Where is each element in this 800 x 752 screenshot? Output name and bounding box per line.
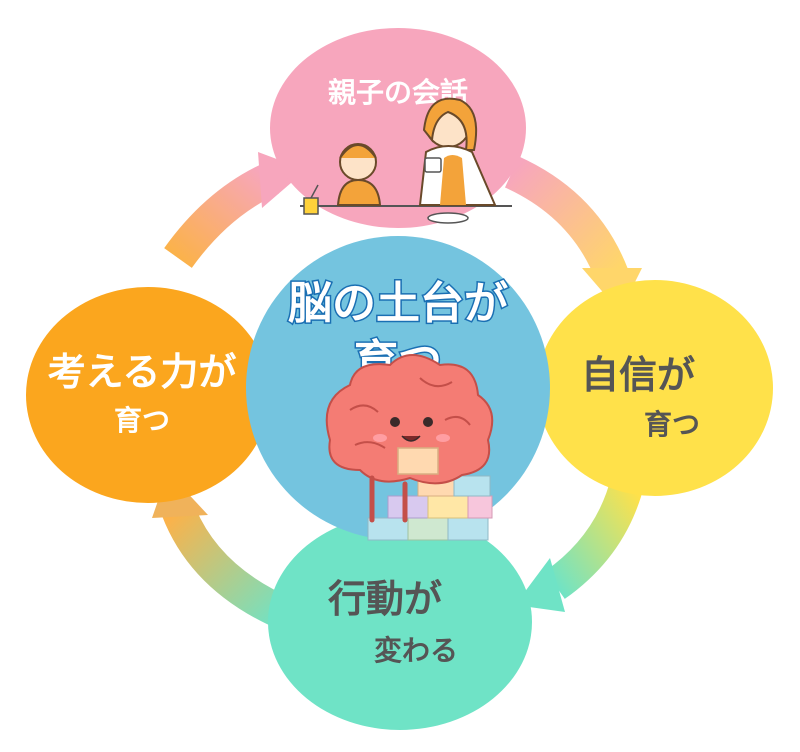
center-line1: 脳の土台が xyxy=(288,278,508,329)
node-bottom: 行動が 変わる xyxy=(268,514,532,730)
node-right: 自信が 育つ xyxy=(537,280,773,496)
node-right-line2: 育つ xyxy=(644,408,700,441)
node-bottom-line2: 変わる xyxy=(374,634,458,667)
arrow-right-to-bottom xyxy=(515,475,645,612)
parent-child-illustration xyxy=(300,97,512,224)
node-bottom-line1: 行動が xyxy=(328,577,442,621)
brain-mascot-illustration xyxy=(325,354,494,541)
node-left: 考える力が 育つ xyxy=(26,287,270,503)
node-left-line2: 育つ xyxy=(114,404,170,437)
node-left-line1: 考える力が xyxy=(48,350,237,394)
node-right-line1: 自信が xyxy=(581,353,695,397)
